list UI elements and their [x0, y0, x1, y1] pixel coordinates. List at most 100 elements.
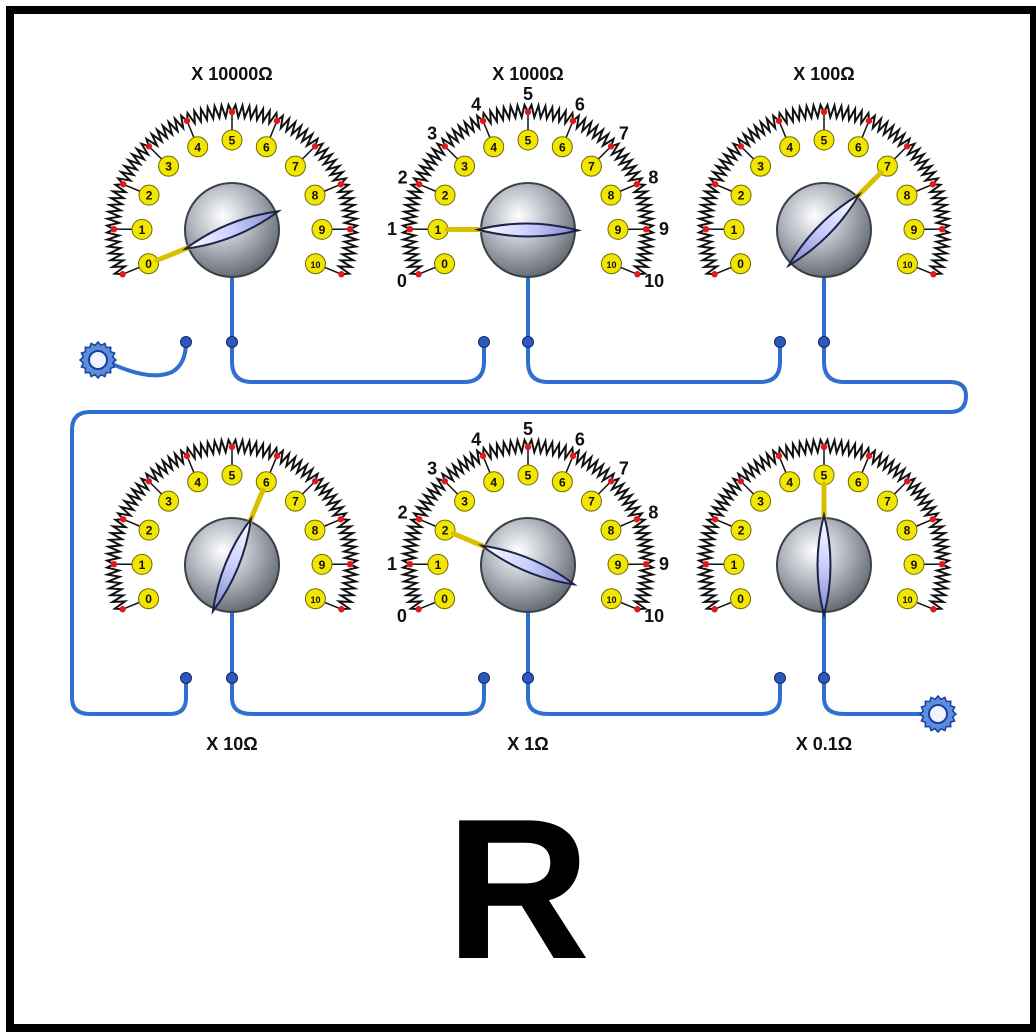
contact-number: 9	[615, 223, 622, 237]
resistor-node	[407, 226, 413, 232]
resistor-node	[939, 561, 945, 567]
resistor-node	[416, 516, 422, 522]
resistor-zigzag	[573, 451, 614, 482]
resistor-zigzag	[573, 116, 614, 147]
resistor-node	[184, 118, 190, 124]
resistor-node	[608, 478, 614, 484]
outer-scale-number: 5	[523, 419, 533, 439]
resistor-node	[634, 181, 640, 187]
resistor-node	[821, 444, 827, 450]
resistor-node	[711, 271, 717, 277]
contact-number: 10	[606, 260, 616, 270]
resistor-node	[338, 606, 344, 612]
contact-number: 3	[165, 495, 172, 509]
contact-number: 10	[310, 595, 320, 605]
resistor-zigzag	[483, 105, 528, 123]
contact-number: 6	[559, 140, 566, 154]
resistor-zigzag	[315, 144, 346, 185]
terminal-hole	[89, 351, 107, 369]
wire-junction	[479, 337, 490, 348]
contact-number: 3	[757, 495, 764, 509]
contact-number: 3	[461, 160, 468, 174]
contact-number: 0	[145, 592, 152, 606]
outer-scale-number: 1	[387, 554, 397, 574]
terminal-connector	[80, 342, 116, 378]
resistor-node	[119, 606, 125, 612]
outer-scale-number: 7	[619, 458, 629, 478]
contact-number: 4	[786, 475, 793, 489]
resistor-node	[930, 516, 936, 522]
contact-number: 10	[310, 260, 320, 270]
resistor-node	[146, 478, 152, 484]
contact-number: 8	[312, 189, 319, 203]
resistor-node	[703, 561, 709, 567]
resistor-zigzag	[146, 116, 187, 147]
resistor-node	[119, 271, 125, 277]
outer-scale-number: 2	[398, 167, 408, 187]
resistor-zigzag	[277, 451, 318, 482]
resistor-zigzag	[232, 440, 277, 458]
resistor-node	[776, 453, 782, 459]
resistor-node	[338, 516, 344, 522]
resistor-node	[312, 478, 318, 484]
resistor-zigzag	[635, 564, 653, 609]
wire-junction	[523, 673, 534, 684]
resistor-zigzag	[931, 229, 949, 274]
resistor-zigzag	[107, 564, 125, 609]
resistor-node	[442, 143, 448, 149]
resistor-zigzag	[869, 116, 910, 147]
resistor-node	[480, 453, 486, 459]
wire-junction	[227, 673, 238, 684]
resistor-zigzag	[232, 105, 277, 123]
contact-number: 7	[884, 495, 891, 509]
wire-junction	[775, 673, 786, 684]
wire-2	[528, 278, 780, 382]
resistor-node	[184, 453, 190, 459]
connecting-wires	[72, 278, 966, 714]
resistor-zigzag	[414, 479, 445, 520]
wire-junction	[819, 673, 830, 684]
resistor-zigzag	[869, 451, 910, 482]
resistor-node	[904, 143, 910, 149]
resistor-node	[608, 143, 614, 149]
contact-number: 6	[559, 475, 566, 489]
resistor-node	[643, 226, 649, 232]
resistor-node	[930, 181, 936, 187]
contact-number: 3	[757, 160, 764, 174]
resistor-zigzag	[699, 564, 717, 609]
resistor-node	[712, 181, 718, 187]
outer-scale-number: 0	[397, 606, 407, 626]
contact-number: 1	[139, 558, 146, 572]
resistor-zigzag	[710, 144, 741, 185]
resistor-node	[120, 181, 126, 187]
resistor-node	[274, 453, 280, 459]
resistor-zigzag	[635, 184, 653, 229]
resistor-zigzag	[414, 144, 445, 185]
contact-number: 5	[525, 134, 532, 148]
outer-scale-number: 2	[398, 502, 408, 522]
outer-scale-number: 5	[523, 84, 533, 104]
outer-scale-number: 3	[427, 458, 437, 478]
multiplier-label: X 0.1Ω	[796, 734, 852, 755]
resistor-node	[525, 444, 531, 450]
resistor-zigzag	[403, 229, 421, 274]
resistor-zigzag	[611, 144, 642, 185]
resistor-node	[338, 271, 344, 277]
resistor-node	[904, 478, 910, 484]
resistor-node	[711, 606, 717, 612]
resistor-node	[312, 143, 318, 149]
wire-3	[72, 278, 966, 714]
resistor-zigzag	[403, 519, 421, 564]
resistor-zigzag	[442, 116, 483, 147]
resistor-zigzag	[738, 451, 779, 482]
resistor-zigzag	[779, 440, 824, 458]
wire-5	[528, 612, 780, 714]
wire-junction	[819, 337, 830, 348]
resistor-node	[525, 109, 531, 115]
resistor-node	[442, 478, 448, 484]
resistor-zigzag	[315, 479, 346, 520]
wire-junction	[181, 337, 192, 348]
contact-number: 5	[229, 469, 236, 483]
